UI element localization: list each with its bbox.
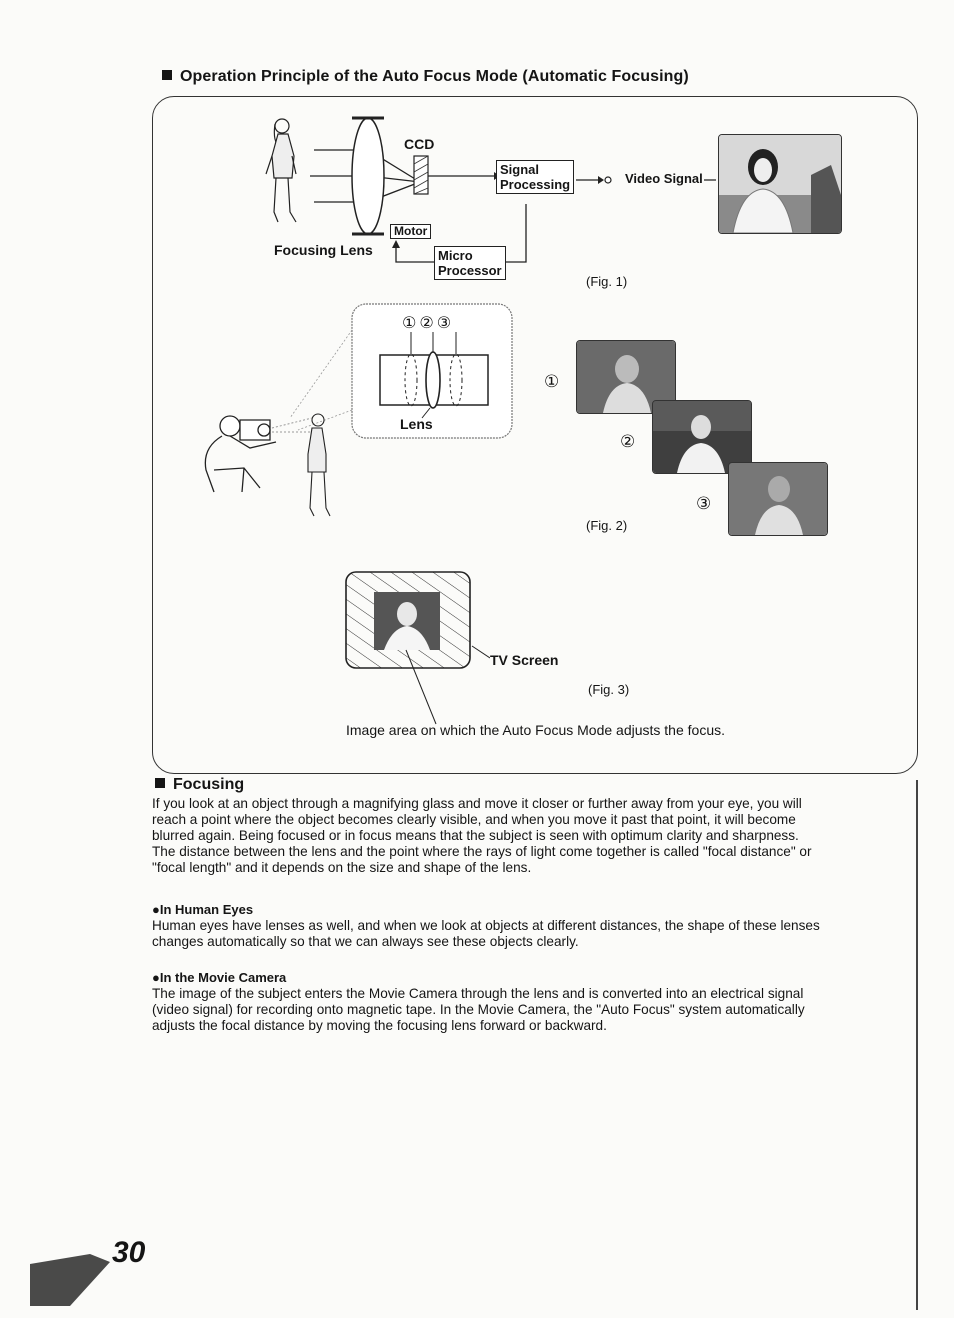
signal-processing-line2: Processing [500,177,570,192]
photo-2-mark: ② [620,432,635,452]
motor-box: Motor [390,224,431,239]
movie-camera-heading: ●In the Movie Camera [152,970,286,985]
ccd-label: CCD [404,136,434,152]
section-heading: Operation Principle of the Auto Focus Mo… [162,68,689,86]
movie-camera-line: (video signal) for recording onto magnet… [152,1002,902,1018]
fig3-caption: (Fig. 3) [588,682,629,697]
focusing-lens-label: Focusing Lens [274,242,373,258]
human-eyes-line: changes automatically so that we can alw… [152,934,902,950]
focusing-heading-text: Focusing [173,776,244,793]
fig2-diagram [200,300,520,530]
ccd-block-icon [414,156,428,194]
focusing-line: reach a point where the object becomes c… [152,812,902,828]
movie-camera-line: adjusts the focal distance by moving the… [152,1018,902,1034]
fig1-caption: (Fig. 1) [586,274,627,289]
focusing-lens-icon [352,118,384,234]
movie-camera-line: The image of the subject enters the Movi… [152,986,902,1002]
woman-figure-small-icon [308,414,330,516]
lens-position-marks: ①②③ [402,313,454,333]
section-heading-text: Operation Principle of the Auto Focus Mo… [180,68,689,85]
cameraman-icon [205,416,276,492]
movie-camera-paragraph: The image of the subject enters the Movi… [152,986,902,1034]
video-output-photo [718,134,842,234]
fig2-caption: (Fig. 2) [586,518,627,533]
lens-mark-1: ① [402,315,419,332]
human-eyes-heading: ●In Human Eyes [152,902,253,917]
focusing-paragraph: If you look at an object through a magni… [152,796,902,876]
bullet-square-icon [162,70,172,80]
photo-1-mark: ① [544,372,559,392]
signal-processing-box: Signal Processing [496,160,574,194]
signal-processing-line1: Signal [500,162,570,177]
human-eyes-line: Human eyes have lenses as well, and when… [152,918,902,934]
lens-mark-2: ② [419,315,436,332]
video-signal-label: Video Signal [625,171,703,186]
fig3-diagram [340,566,490,746]
corner-shading-icon [30,1254,110,1306]
woman-figure-icon [266,119,296,222]
micro-processor-line2: Processor [438,263,502,278]
lens-label: Lens [400,416,433,432]
micro-processor-line1: Micro [438,248,502,263]
focusing-line: The distance between the lens and the po… [152,844,902,860]
focusing-line: If you look at an object through a magni… [152,796,902,812]
bullet-square-icon [155,778,165,788]
focusing-heading: Focusing [155,776,244,794]
image-area-caption: Image area on which the Auto Focus Mode … [346,722,725,738]
photo-3-mark: ③ [696,494,711,514]
focus-photo-3 [728,462,828,536]
micro-processor-box: Micro Processor [434,246,506,280]
focusing-line: "focal length" and it depends on the siz… [152,860,902,876]
tv-screen-label: TV Screen [490,652,558,668]
scan-edge-line [916,780,918,1310]
focusing-line: blurred again. Being focused or in focus… [152,828,902,844]
page-number: 30 [112,1236,145,1270]
human-eyes-paragraph: Human eyes have lenses as well, and when… [152,918,902,950]
lens-mark-3: ③ [437,315,454,332]
